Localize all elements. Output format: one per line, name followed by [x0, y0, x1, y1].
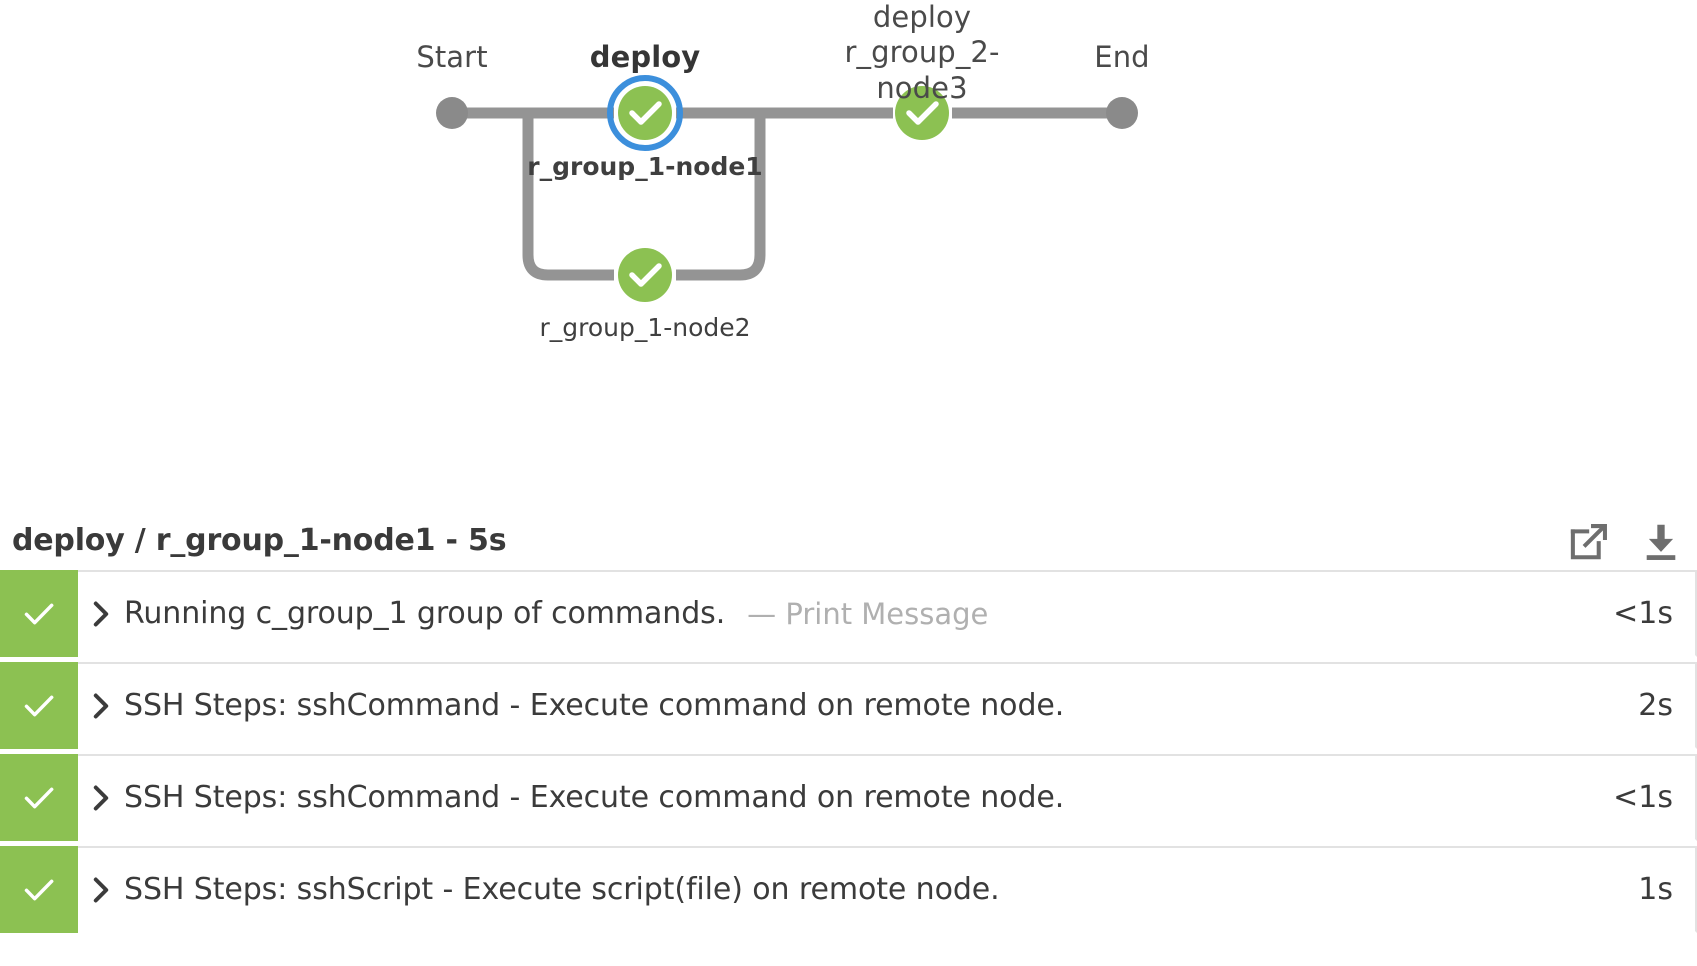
- node-sublabel-r_group_1-node2: r_group_1-node2: [539, 313, 751, 342]
- node-selected-ring: [607, 75, 683, 151]
- open-in-new-window-icon[interactable]: [1567, 520, 1611, 564]
- chevron-right-icon[interactable]: [78, 599, 124, 629]
- row-duration: <1s: [1613, 780, 1673, 815]
- end-node-dot[interactable]: [1106, 97, 1138, 129]
- download-icon[interactable]: [1639, 520, 1683, 564]
- log-header-actions: [1567, 520, 1683, 564]
- row-text: SSH Steps: sshScript - Execute script(fi…: [124, 872, 1000, 907]
- row-duration: 1s: [1638, 872, 1673, 907]
- row-body[interactable]: Running c_group_1 group of commands. — P…: [78, 570, 1697, 657]
- row-status-success: [0, 570, 78, 657]
- chevron-right-icon[interactable]: [78, 875, 124, 905]
- row-duration: 2s: [1638, 688, 1673, 723]
- chevron-right-icon[interactable]: [78, 691, 124, 721]
- chevron-right-icon[interactable]: [78, 783, 124, 813]
- check-icon: [24, 695, 54, 716]
- row-status-success: [0, 754, 78, 841]
- log-panel: deploy / r_group_1-node1 - 5s: [0, 470, 1697, 966]
- log-row[interactable]: Running c_group_1 group of commands. — P…: [0, 570, 1697, 657]
- log-rows: Running c_group_1 group of commands. — P…: [0, 570, 1697, 938]
- connector-node2-to-merge: [676, 113, 766, 281]
- node-sublabel-r_group_1-node1: r_group_1-node1: [527, 152, 763, 181]
- pipeline-graph: Start deploy deploy r_group_2- node3 End…: [0, 0, 1697, 470]
- log-row[interactable]: SSH Steps: sshCommand - Execute command …: [0, 754, 1697, 841]
- connector-start-to-node2: [522, 113, 614, 281]
- row-body[interactable]: SSH Steps: sshCommand - Execute command …: [78, 662, 1697, 749]
- start-node-dot[interactable]: [436, 97, 468, 129]
- log-title: deploy / r_group_1-node1 - 5s: [12, 523, 507, 558]
- pipeline-node-r_group_2-node3[interactable]: [895, 86, 949, 140]
- check-icon: [24, 603, 54, 624]
- row-body[interactable]: SSH Steps: sshCommand - Execute command …: [78, 754, 1697, 841]
- row-text: SSH Steps: sshCommand - Execute command …: [124, 780, 1065, 815]
- node-status-circle: [895, 86, 949, 140]
- check-icon: [24, 787, 54, 808]
- row-duration: <1s: [1613, 596, 1673, 631]
- row-text: SSH Steps: sshCommand - Execute command …: [124, 688, 1065, 723]
- row-subtext: — Print Message: [747, 596, 989, 631]
- check-icon: [629, 263, 662, 287]
- pipeline-node-r_group_1-node2[interactable]: [618, 248, 672, 302]
- check-icon: [906, 101, 939, 125]
- pipeline-connectors: [436, 75, 1138, 302]
- graph-stage-label-deploy-r_group_2-node3: deploy r_group_2- node3: [844, 0, 1000, 105]
- row-status-success: [0, 846, 78, 933]
- log-row[interactable]: SSH Steps: sshCommand - Execute command …: [0, 662, 1697, 749]
- check-icon: [24, 879, 54, 900]
- log-row[interactable]: SSH Steps: sshScript - Execute script(fi…: [0, 846, 1697, 933]
- row-body[interactable]: SSH Steps: sshScript - Execute script(fi…: [78, 846, 1697, 933]
- row-status-success: [0, 662, 78, 749]
- check-icon: [629, 101, 662, 125]
- node-status-circle: [618, 86, 672, 140]
- node-status-circle: [618, 248, 672, 302]
- row-text: Running c_group_1 group of commands.: [124, 596, 726, 631]
- pipeline-node-r_group_1-node1[interactable]: [607, 75, 683, 151]
- graph-stage-label-deploy: deploy: [589, 40, 701, 74]
- graph-label-end: End: [1094, 40, 1150, 74]
- graph-label-start: Start: [416, 40, 488, 74]
- log-header: deploy / r_group_1-node1 - 5s: [0, 490, 1697, 570]
